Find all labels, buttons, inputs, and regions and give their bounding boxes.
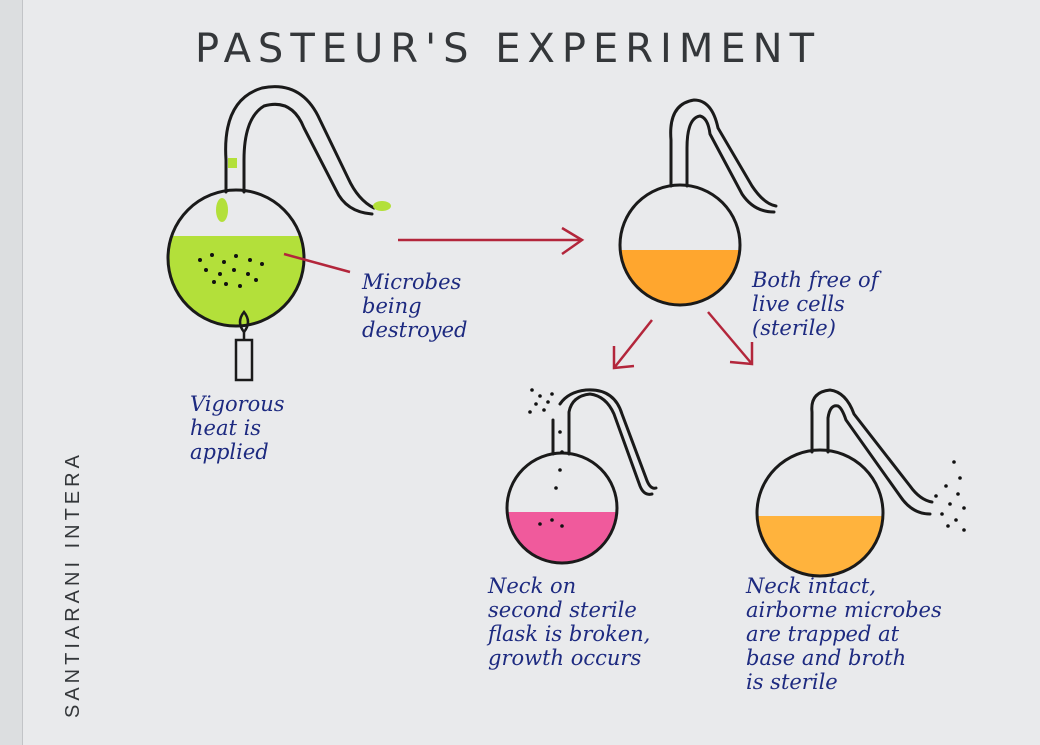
paper-sheet [22, 0, 1040, 745]
condensed-drop [216, 198, 228, 222]
label-heat-applied: Vigorous heat is applied [190, 392, 285, 464]
flask-broken-neck [505, 388, 658, 565]
arrow-to-sterile-flask [398, 226, 585, 256]
tube-end-drop [373, 201, 391, 211]
diagram-title: PASTEUR'S EXPERIMENT [195, 26, 821, 72]
arrow-to-broken-flask [612, 319, 653, 370]
flask-sterile-broth [620, 250, 740, 305]
flask-intact-bulb [755, 448, 885, 578]
flask-intact-neck-tube [810, 388, 934, 516]
flask-heated [166, 85, 391, 328]
airborne-microbes-trapped [934, 460, 966, 532]
flask-heated-neck-tint [228, 158, 237, 168]
microbes-pointer [283, 252, 351, 274]
candle-body [234, 338, 254, 382]
flask-intact-neck [755, 388, 966, 578]
airborne-microbes-entering [528, 388, 564, 528]
microbe-dots [198, 253, 264, 288]
label-microbes-destroyed: Microbes being destroyed [362, 270, 468, 342]
label-neck-broken: Neck on second sterile flask is broken, … [488, 574, 651, 670]
flask-broken-neck-tube [551, 388, 658, 496]
paper-edge-strip [0, 0, 22, 745]
arrow-to-intact-flask [707, 311, 754, 366]
flask-sterile-neck [669, 98, 778, 214]
label-neck-intact: Neck intact, airborne microbes are trapp… [746, 574, 942, 694]
flask-sterile-bulb [618, 183, 742, 307]
flask-heated-bulb [166, 188, 306, 328]
flask-heated-neck [224, 85, 376, 216]
candle-burner [234, 309, 254, 382]
label-both-sterile: Both free of live cells (sterile) [752, 268, 879, 340]
